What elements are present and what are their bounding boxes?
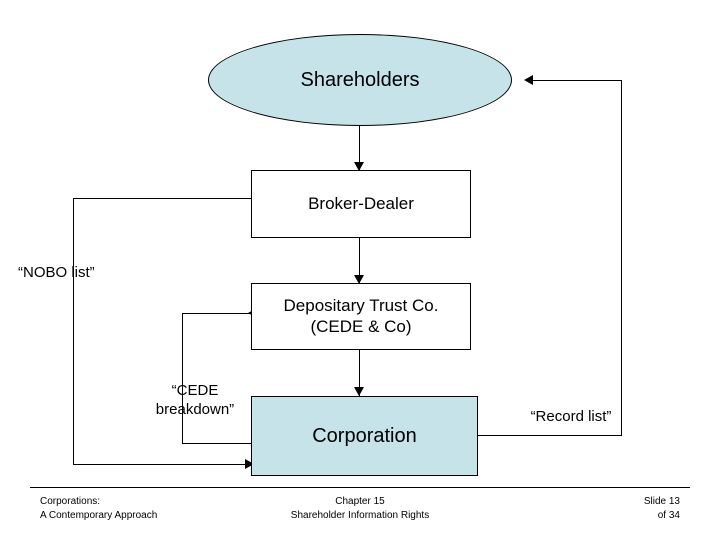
node-broker-dealer[interactable]: Broker-Dealer: [251, 170, 471, 238]
arrowhead-corporation-bottom-left: [245, 459, 254, 469]
annotation-cede-breakdown: “CEDE breakdown”: [155, 382, 235, 418]
connector-nobo-top: [73, 198, 251, 199]
footer-left-text: Corporations: A Contemporary Approach: [40, 496, 158, 521]
annotation-nobo-list: “NOBO list”: [18, 264, 95, 281]
annotation-record-list: “Record list”: [530, 408, 612, 425]
connector-cede-left: [182, 313, 183, 443]
node-depositary-trust-label: Depositary Trust Co. (CEDE & Co): [283, 296, 439, 336]
node-shareholders-label: Shareholders: [300, 68, 420, 91]
node-broker-dealer-label: Broker-Dealer: [308, 193, 414, 213]
connector-cede-top: [182, 313, 252, 314]
arrowhead-broker-dealer: [354, 162, 364, 171]
connector-shareholders-to-broker: [359, 100, 360, 170]
node-shareholders[interactable]: Shareholders: [208, 34, 512, 126]
connector-depositary-to-corporation: [359, 348, 360, 396]
connector-nobo-left: [73, 198, 74, 464]
footer-divider: [30, 487, 690, 488]
node-corporation[interactable]: Corporation: [251, 396, 478, 476]
connector-broker-to-depositary: [359, 236, 360, 284]
node-depositary-trust[interactable]: Depositary Trust Co. (CEDE & Co): [251, 283, 471, 350]
connector-nobo-bottom: [73, 464, 251, 465]
connector-record-list-bottom: [476, 435, 622, 436]
footer-right-text: Slide 13 of 34: [643, 496, 680, 521]
arrowhead-shareholders-right: [524, 75, 533, 85]
node-corporation-label: Corporation: [312, 425, 417, 447]
arrowhead-corporation: [354, 387, 364, 396]
connector-record-list-top: [528, 80, 622, 81]
connector-record-list-right: [621, 80, 622, 436]
footer-center-text: Chapter 15 Shareholder Information Right…: [290, 496, 430, 521]
connector-cede-bottom: [182, 443, 252, 444]
arrowhead-depositary: [354, 275, 364, 284]
